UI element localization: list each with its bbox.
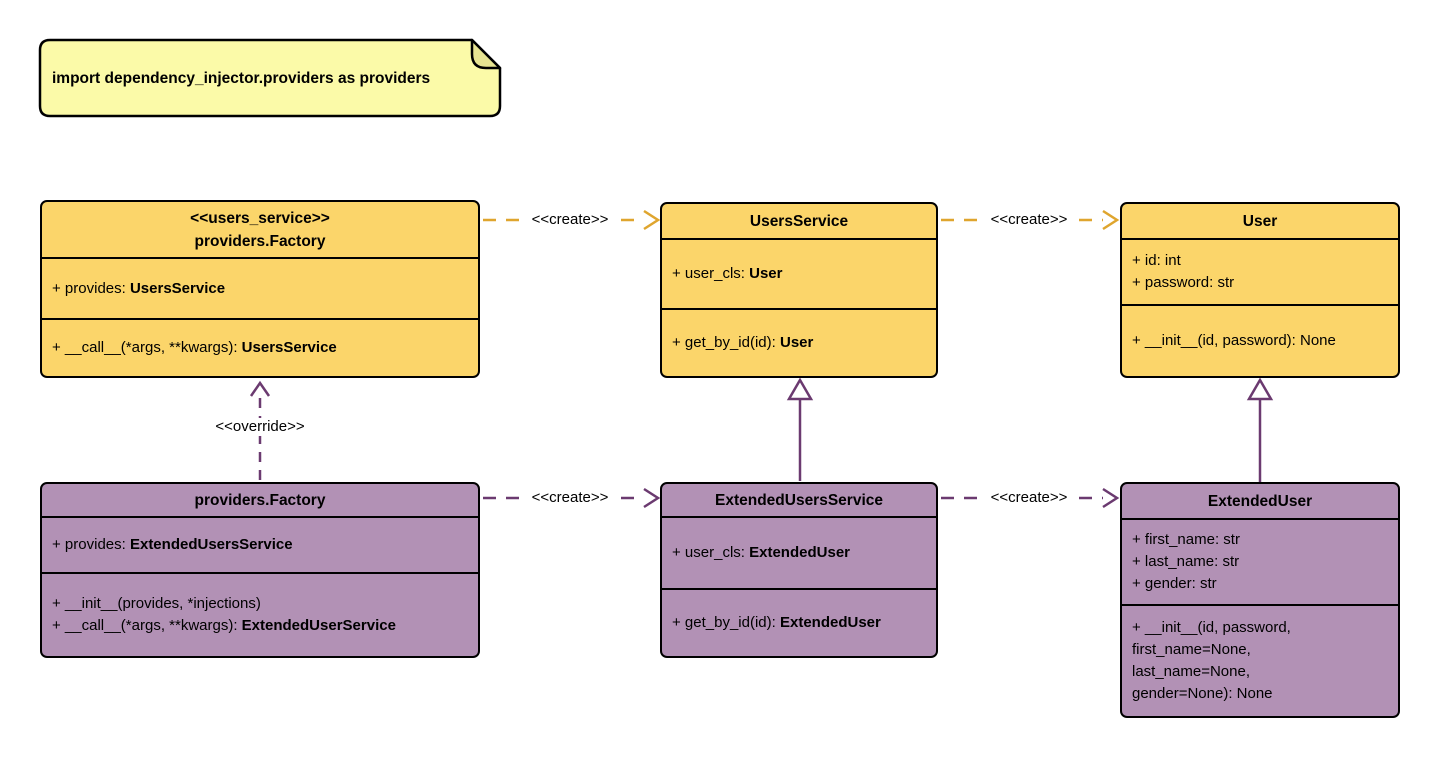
class-box-users-service-factory: <<users_service>> providers.Factory + pr… — [40, 200, 480, 378]
override-label: <<override>> — [210, 418, 310, 436]
class-box-users-service: UsersService + user_cls: User + get_by_i… — [660, 202, 938, 378]
methods-section: + __call__(*args, **kwargs): UsersServic… — [42, 318, 478, 376]
open-arrowhead-icon — [1102, 209, 1120, 231]
open-arrowhead-icon — [643, 487, 661, 509]
class-title: providers.Factory — [42, 484, 478, 516]
class-title: ExtendedUsersService — [662, 484, 936, 516]
inheritance-arrow-extuser-to-user — [1246, 377, 1274, 483]
create-label: <<create>> — [526, 211, 614, 229]
open-arrowhead-icon — [249, 380, 271, 397]
attribute-line: + provides: ExtendedUsersService — [52, 536, 293, 553]
attribute-line: + id: int — [1132, 252, 1181, 269]
attributes-section: + user_cls: User — [662, 238, 936, 308]
class-name: providers.Factory — [194, 491, 326, 509]
attribute-line: + user_cls: User — [672, 265, 783, 282]
methods-section: + get_by_id(id): User — [662, 308, 936, 376]
class-title: <<users_service>> providers.Factory — [42, 202, 478, 257]
class-stereotype: <<users_service>> — [190, 209, 330, 227]
class-box-extended-user: ExtendedUser + first_name: str + last_na… — [1120, 482, 1400, 718]
class-name: ExtendedUser — [1207, 492, 1313, 510]
note-folded-corner-icon — [470, 38, 502, 70]
open-arrowhead-icon — [643, 209, 661, 231]
method-line: + __init__(provides, *injections) — [52, 595, 261, 612]
method-line: + __init__(id, password, first_name=None… — [1132, 619, 1291, 702]
class-name: User — [1242, 212, 1278, 230]
attribute-line: + provides: UsersService — [52, 279, 226, 297]
inheritance-arrow-extusersservice-to-usersservice — [786, 377, 814, 481]
attribute-line: + gender: str — [1132, 575, 1217, 592]
class-name: UsersService — [749, 212, 849, 230]
hollow-triangle-icon — [786, 377, 814, 401]
methods-section: + __init__(id, password, first_name=None… — [1122, 604, 1398, 716]
method-line: + __init__(id, password): None — [1132, 332, 1336, 349]
import-note: import dependency_injector.providers as … — [38, 38, 504, 120]
attributes-section: + user_cls: ExtendedUser — [662, 516, 936, 588]
create-label: <<create>> — [526, 489, 614, 507]
attribute-line: + password: str — [1132, 274, 1235, 291]
class-title: ExtendedUser — [1122, 484, 1398, 518]
method-line: + get_by_id(id): User — [672, 334, 814, 351]
class-title: User — [1122, 204, 1398, 238]
methods-section: + __init__(id, password): None — [1122, 304, 1398, 376]
methods-section: + __init__(provides, *injections) + __ca… — [42, 572, 478, 656]
class-name: ExtendedUsersService — [714, 491, 883, 509]
method-line: + __call__(*args, **kwargs): UsersServic… — [52, 339, 337, 356]
note-shape — [38, 38, 502, 118]
open-arrowhead-icon — [1102, 487, 1120, 509]
attribute-line: + last_name: str — [1132, 553, 1240, 570]
class-box-extended-factory: providers.Factory + provides: ExtendedUs… — [40, 482, 480, 658]
class-box-extended-users-service: ExtendedUsersService + user_cls: Extende… — [660, 482, 938, 658]
attribute-line: + user_cls: ExtendedUser — [672, 544, 850, 561]
methods-section: + get_by_id(id): ExtendedUser — [662, 588, 936, 656]
class-box-user: User + id: int + password: str + __init_… — [1120, 202, 1400, 378]
attribute-line: + first_name: str — [1132, 531, 1240, 548]
class-title: UsersService — [662, 204, 936, 238]
create-label: <<create>> — [985, 489, 1073, 507]
attributes-section: + provides: ExtendedUsersService — [42, 516, 478, 572]
class-name: providers.Factory — [194, 232, 326, 250]
attributes-section: + first_name: str + last_name: str + gen… — [1122, 518, 1398, 604]
method-line: + __call__(*args, **kwargs): ExtendedUse… — [52, 617, 396, 634]
create-label: <<create>> — [985, 211, 1073, 229]
method-line: + get_by_id(id): ExtendedUser — [672, 614, 881, 631]
note-body — [38, 38, 502, 118]
note-text: import dependency_injector.providers as … — [52, 70, 431, 87]
attributes-section: + provides: UsersService — [42, 257, 478, 318]
hollow-triangle-icon — [1246, 377, 1274, 401]
attributes-section: + id: int + password: str — [1122, 238, 1398, 304]
